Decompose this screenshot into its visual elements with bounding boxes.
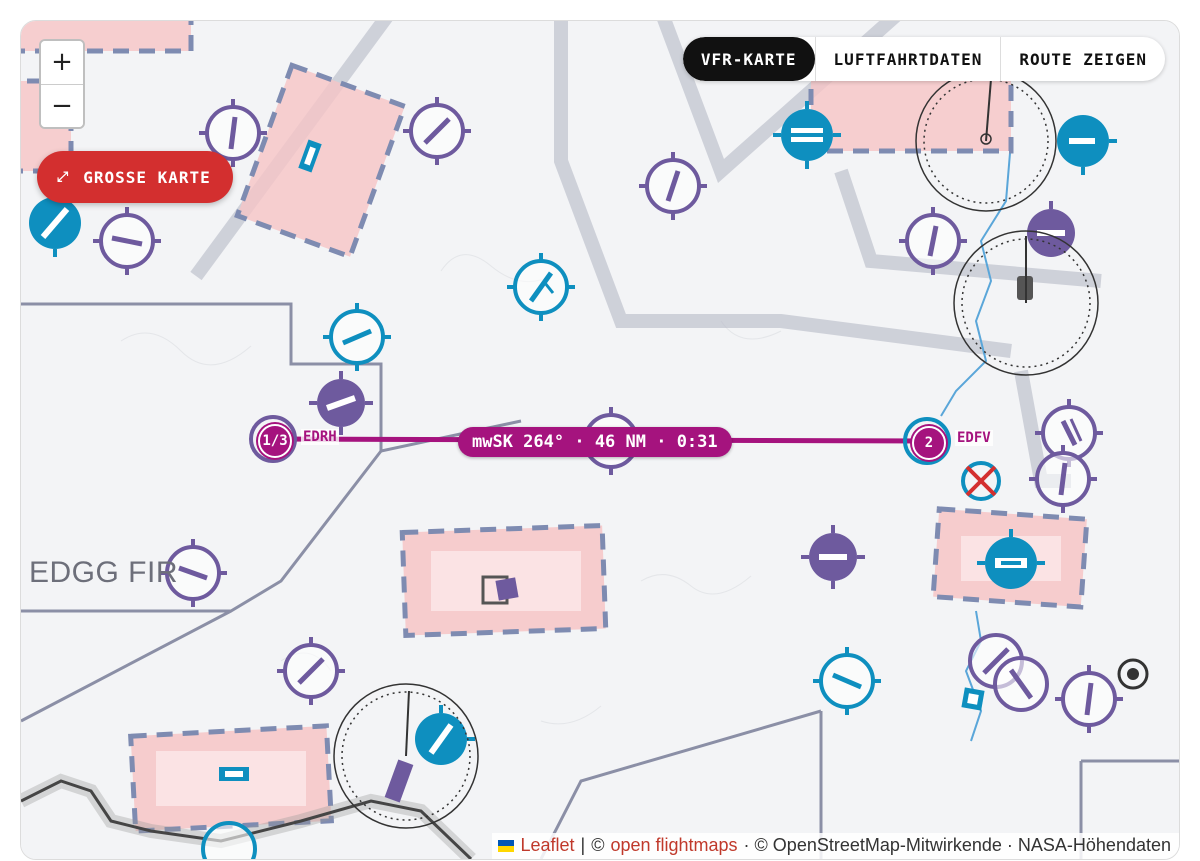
- map-layer-tabs: VFR-KARTE LUFTFAHRTDATEN ROUTE ZEIGEN: [682, 37, 1165, 81]
- fir-label: EDGG FIR: [29, 556, 179, 589]
- airfield-icon: [1029, 445, 1097, 513]
- airfield-icon: [899, 207, 967, 275]
- leaflet-link[interactable]: Leaflet: [520, 835, 575, 855]
- zoom-control: + −: [39, 39, 85, 129]
- reporting-point-icon: [1117, 658, 1149, 690]
- waypoint-2-code: EDFV: [955, 430, 993, 446]
- airfield-icon: [1055, 665, 1123, 733]
- zoom-in-button[interactable]: +: [41, 41, 83, 84]
- map-attribution: Leaflet | © open flightmaps · © OpenStre…: [492, 833, 1179, 859]
- compass-rose: [333, 70, 1099, 829]
- state-border: [21, 779, 473, 859]
- airfield-icon: [639, 152, 707, 220]
- river: [940, 140, 1012, 417]
- route-summary-label: mwSK 264° · 46 NM · 0:31: [458, 427, 732, 457]
- airfield-icon: [993, 656, 1049, 712]
- tab-vfr-karte[interactable]: VFR-KARTE: [682, 37, 815, 81]
- airfield-icon: [199, 99, 267, 167]
- river: [964, 610, 983, 742]
- waypoint-marker: [249, 415, 297, 463]
- waypoint-2-badge[interactable]: 2: [912, 426, 946, 460]
- airport-symbols-blue: [201, 253, 881, 859]
- airfield-icon: [403, 97, 471, 165]
- ukraine-flag-icon: [498, 839, 515, 852]
- copyright-symbol: ©: [591, 835, 605, 855]
- expand-arrows-icon: ⤢: [57, 169, 70, 185]
- waypoint-marker: [903, 417, 951, 465]
- attribution-separator: |: [580, 835, 586, 855]
- closed-airfield-icon: [961, 461, 1001, 501]
- airfield-icon: [277, 637, 345, 705]
- waypoint-1-code: EDRH: [301, 429, 339, 445]
- heliport-symbols: [309, 201, 1075, 589]
- tab-luftfahrtdaten[interactable]: LUFTFAHRTDATEN: [814, 37, 1001, 81]
- waypoint-1-badge[interactable]: 1/3: [258, 424, 292, 458]
- area-marks: [219, 139, 1033, 803]
- big-map-label: GROSSE KARTE: [83, 167, 211, 187]
- airfield-icon: [1035, 399, 1103, 467]
- open-flightmaps-link[interactable]: open flightmaps: [610, 835, 738, 855]
- big-map-button[interactable]: ⤢ GROSSE KARTE: [37, 151, 233, 203]
- airport-filled-blue: [29, 101, 1117, 765]
- attribution-rest: · © OpenStreetMap-Mitwirkende · NASA-Höh…: [743, 835, 1171, 855]
- airfield-icon: [159, 539, 227, 607]
- map-container[interactable]: EDGG FIR 1/3 EDRH 2 EDFV mwSK 264° · 46 …: [20, 20, 1180, 860]
- airfield-icon: [93, 207, 161, 275]
- airfield-symbols-purple: [93, 97, 1123, 733]
- zoom-out-button[interactable]: −: [41, 84, 83, 127]
- tab-route-zeigen[interactable]: ROUTE ZEIGEN: [1000, 37, 1165, 81]
